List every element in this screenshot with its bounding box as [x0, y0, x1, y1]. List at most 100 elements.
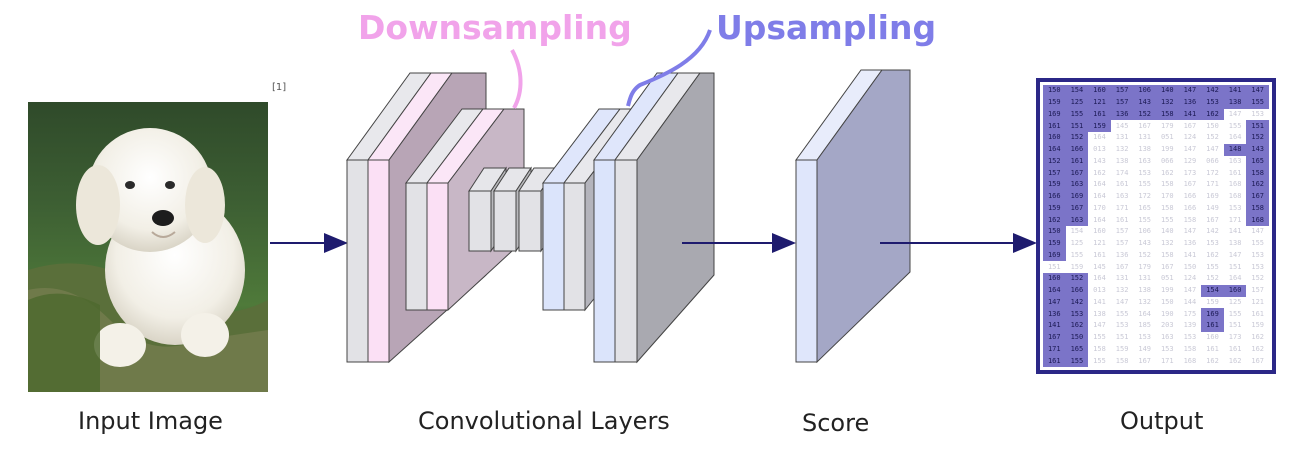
- grid-cell: 170: [1088, 202, 1111, 215]
- grid-cell: 164: [1223, 132, 1247, 144]
- grid-cell: 172: [1201, 167, 1224, 179]
- grid-cell: 158: [1156, 108, 1179, 121]
- grid-cell: 164: [1223, 273, 1247, 285]
- grid-cell: 174: [1110, 167, 1134, 179]
- grid-cell: 136: [1043, 308, 1066, 320]
- grid-cell: 166: [1178, 190, 1202, 203]
- grid-cell: 159: [1110, 343, 1134, 356]
- grid-cell: 159: [1043, 179, 1066, 191]
- grid-cell: 160: [1088, 85, 1111, 97]
- grid-cell: 144: [1178, 296, 1202, 309]
- grid-cell: 160: [1043, 273, 1066, 285]
- grid-cell: 167: [1043, 331, 1066, 344]
- grid-cell: 158: [1156, 179, 1179, 191]
- grid-cell: 158: [1178, 343, 1202, 356]
- grid-cell: 142: [1065, 296, 1089, 309]
- grid-cell: 151: [1043, 261, 1066, 273]
- grid-cell: 152: [1065, 273, 1089, 285]
- grid-cell: 121: [1246, 296, 1269, 309]
- grid-cell: 153: [1246, 249, 1269, 262]
- grid-cell: 155: [1223, 308, 1247, 320]
- grid-cell: 168: [1246, 214, 1269, 226]
- grid-cell: 161: [1110, 179, 1134, 191]
- grid-cell: 199: [1156, 284, 1179, 297]
- grid-cell: 157: [1110, 96, 1134, 109]
- grid-cell: 153: [1246, 108, 1269, 121]
- grid-cell: 151: [1223, 261, 1247, 273]
- grid-cell: 132: [1156, 237, 1179, 250]
- grid-cell: 162: [1246, 331, 1269, 344]
- grid-cell: 160: [1088, 226, 1111, 238]
- grid-cell: 147: [1043, 296, 1066, 309]
- grid-cell: 164: [1088, 214, 1111, 226]
- grid-cell: 153: [1201, 237, 1224, 250]
- grid-cell: 171: [1156, 355, 1179, 367]
- grid-cell: 154: [1065, 226, 1089, 238]
- grid-cell: 161: [1201, 320, 1224, 332]
- grid-cell: 051: [1156, 273, 1179, 285]
- grid-cell: 136: [1178, 237, 1202, 250]
- grid-cell: 138: [1088, 308, 1111, 320]
- grid-cell: 131: [1133, 132, 1156, 144]
- grid-cell: 164: [1088, 190, 1111, 203]
- grid-cell: 168: [1223, 190, 1247, 203]
- grid-cell: 153: [1178, 331, 1202, 344]
- grid-cell: 162: [1246, 179, 1269, 191]
- grid-cell: 169: [1043, 249, 1066, 262]
- grid-cell: 167: [1065, 167, 1089, 179]
- grid-cell: 167: [1133, 120, 1156, 132]
- grid-cell: 159: [1201, 296, 1224, 309]
- grid-cell: 155: [1246, 96, 1269, 109]
- grid-cell: 153: [1110, 320, 1134, 332]
- grid-cell: 149: [1201, 202, 1224, 215]
- grid-cell: 150: [1156, 296, 1179, 309]
- grid-cell: 161: [1088, 249, 1111, 262]
- grid-cell: 136: [1110, 249, 1134, 262]
- grid-cell: 167: [1065, 202, 1089, 215]
- upsampling-leader: [626, 29, 712, 107]
- grid-cell: 155: [1133, 179, 1156, 191]
- grid-cell: 167: [1178, 120, 1202, 132]
- grid-cell: 164: [1133, 308, 1156, 320]
- grid-cell: 159: [1043, 202, 1066, 215]
- grid-cell: 148: [1223, 143, 1247, 156]
- grid-cell: 150: [1043, 85, 1066, 97]
- grid-cell: 153: [1223, 202, 1247, 215]
- grid-cell: 170: [1156, 190, 1179, 203]
- grid-cell: 157: [1110, 85, 1134, 97]
- grid-cell: 179: [1156, 120, 1179, 132]
- grid-cell: 131: [1133, 273, 1156, 285]
- grid-cell: 163: [1110, 190, 1134, 203]
- grid-cell: 164: [1043, 143, 1066, 156]
- grid-cell: 152: [1065, 132, 1089, 144]
- grid-cell: 155: [1156, 214, 1179, 226]
- grid-cell: 158: [1178, 214, 1202, 226]
- grid-cell: 152: [1133, 249, 1156, 262]
- grid-cell: 158: [1156, 249, 1179, 262]
- grid-cell: 169: [1065, 190, 1089, 203]
- grid-cell: 121: [1088, 96, 1111, 109]
- grid-cell: 161: [1043, 120, 1066, 132]
- grid-cell: 175: [1178, 308, 1202, 320]
- grid-cell: 147: [1246, 85, 1269, 97]
- grid-cell: 165: [1133, 202, 1156, 215]
- grid-cell: 159: [1065, 261, 1089, 273]
- grid-cell: 185: [1133, 320, 1156, 332]
- grid-cell: 132: [1110, 284, 1134, 297]
- grid-cell: 147: [1178, 226, 1202, 238]
- grid-cell: 161: [1223, 167, 1247, 179]
- grid-cell: 179: [1133, 261, 1156, 273]
- grid-cell: 151: [1110, 331, 1134, 344]
- grid-cell: 141: [1223, 85, 1247, 97]
- grid-cell: 153: [1133, 167, 1156, 179]
- grid-cell: 167: [1133, 355, 1156, 367]
- upsampling-heading: Upsampling: [716, 8, 937, 47]
- grid-cell: 147: [1201, 143, 1224, 156]
- grid-cell: 162: [1156, 167, 1179, 179]
- grid-cell: 147: [1178, 143, 1202, 156]
- grid-cell: 172: [1133, 190, 1156, 203]
- grid-cell: 142: [1201, 226, 1224, 238]
- grid-cell: 147: [1178, 85, 1202, 97]
- grid-cell: 167: [1110, 261, 1134, 273]
- conv-layers: [346, 72, 715, 364]
